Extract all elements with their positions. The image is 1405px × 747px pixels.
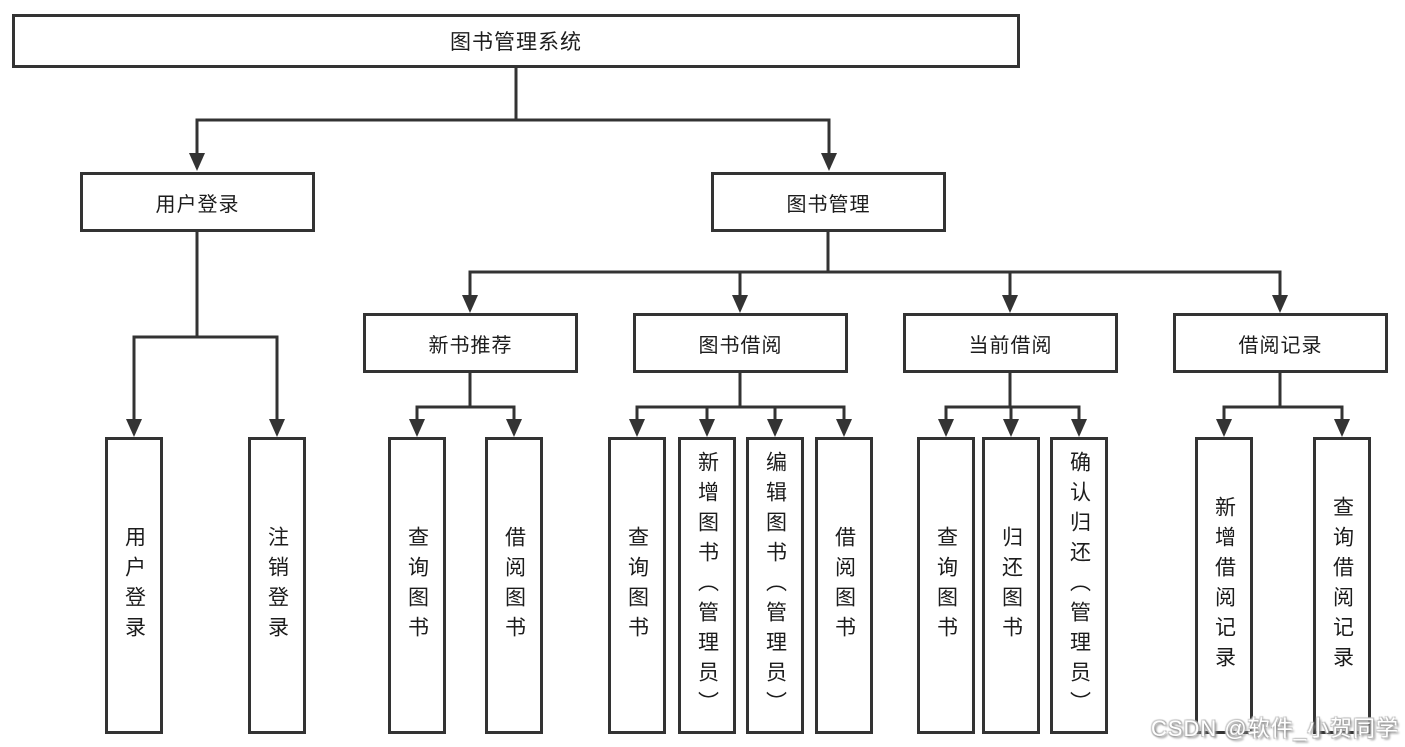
leaf-borrow-borrow-books: 借阅图书 — [815, 437, 873, 734]
node-new-book-recommend: 新书推荐 — [363, 313, 578, 373]
node-new-book-recommend-label: 新书推荐 — [428, 334, 513, 357]
leaf-current-query-books: 查询图书 — [917, 437, 975, 734]
leaf-user-login: 用户登录 — [105, 437, 163, 734]
leaf-current-return-books: 归还图书 — [982, 437, 1040, 734]
node-borrow-records-label: 借阅记录 — [1238, 334, 1323, 357]
leaf-current-confirm-return-admin-label: 确认归还（管理员） — [1067, 450, 1091, 721]
leaf-records-add-record-label: 新增借阅记录 — [1212, 495, 1236, 676]
leaf-borrow-borrow-books-label: 借阅图书 — [832, 525, 856, 646]
leaf-borrow-edit-books-admin-label: 编辑图书（管理员） — [763, 450, 787, 721]
leaf-records-query-record-label: 查询借阅记录 — [1330, 495, 1354, 676]
leaf-current-confirm-return-admin: 确认归还（管理员） — [1050, 437, 1108, 734]
leaf-borrow-query-books: 查询图书 — [608, 437, 666, 734]
leaf-current-return-books-label: 归还图书 — [999, 525, 1023, 646]
node-current-borrow-label: 当前借阅 — [968, 334, 1053, 357]
leaf-borrow-add-books-admin-label: 新增图书（管理员） — [695, 450, 719, 721]
leaf-logout-label: 注销登录 — [265, 525, 289, 646]
node-book-borrow: 图书借阅 — [633, 313, 848, 373]
leaf-recommend-borrow-books: 借阅图书 — [485, 437, 543, 734]
leaf-borrow-edit-books-admin: 编辑图书（管理员） — [746, 437, 804, 734]
leaf-recommend-query-books: 查询图书 — [388, 437, 446, 734]
node-borrow-records: 借阅记录 — [1173, 313, 1388, 373]
leaf-records-add-record: 新增借阅记录 — [1195, 437, 1253, 734]
node-library-system: 图书管理系统 — [12, 14, 1020, 68]
leaf-records-query-record: 查询借阅记录 — [1313, 437, 1371, 734]
node-current-borrow: 当前借阅 — [903, 313, 1118, 373]
node-book-borrow-label: 图书借阅 — [698, 334, 783, 357]
leaf-recommend-borrow-books-label: 借阅图书 — [502, 525, 526, 646]
leaf-borrow-add-books-admin: 新增图书（管理员） — [678, 437, 736, 734]
leaf-logout: 注销登录 — [248, 437, 306, 734]
node-book-management: 图书管理 — [711, 172, 946, 232]
leaf-recommend-query-books-label: 查询图书 — [405, 525, 429, 646]
leaf-current-query-books-label: 查询图书 — [934, 525, 958, 646]
leaf-user-login-label: 用户登录 — [122, 525, 146, 646]
leaf-borrow-query-books-label: 查询图书 — [625, 525, 649, 646]
node-library-system-label: 图书管理系统 — [450, 31, 582, 54]
node-user-login: 用户登录 — [80, 172, 315, 232]
node-user-login-label: 用户登录 — [155, 193, 240, 216]
node-book-management-label: 图书管理 — [786, 193, 871, 216]
